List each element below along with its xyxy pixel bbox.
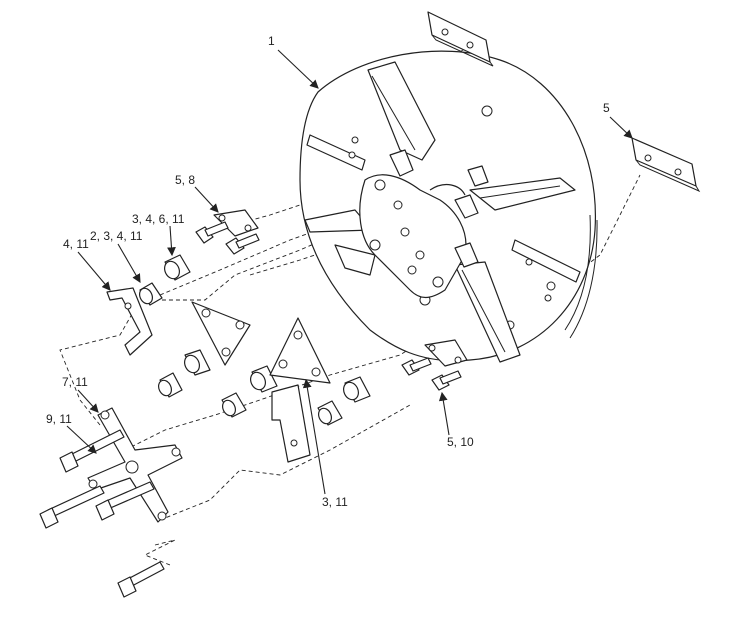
- triangle-plate-right: [269, 317, 331, 384]
- callout-5-10: 5, 10: [447, 435, 474, 449]
- callout-3-4-6-11: 3, 4, 6, 11: [132, 212, 185, 226]
- callout-4-11: 4, 11: [63, 237, 89, 251]
- bolt-set-5-8: [195, 209, 260, 255]
- bolt-set-5-10: [401, 339, 468, 391]
- callout-5-8: 5, 8: [175, 173, 195, 187]
- bracket-part-lower: [271, 384, 311, 463]
- rotor-disc-part: [299, 50, 598, 363]
- bushing-row-middle: [157, 349, 371, 426]
- callout-5-top: 5: [603, 101, 610, 115]
- knife-part-right: [631, 137, 701, 193]
- bushing-2-3-4-11: [138, 282, 163, 306]
- callout-2-3-4-11: 2, 3, 4, 11: [90, 229, 143, 243]
- callout-9-11: 9, 11: [46, 412, 72, 426]
- bracket-part-4-11: [106, 287, 153, 356]
- knife-part-top: [427, 11, 494, 67]
- callout-1: 1: [268, 34, 275, 48]
- callout-3-11: 3, 11: [322, 495, 348, 509]
- bolts-9-11: [39, 429, 165, 598]
- leader-lines: [66, 49, 633, 495]
- triangle-plate-left: [191, 301, 251, 366]
- bushing-3-4-6-11: [164, 254, 191, 281]
- callout-7-11: 7, 11: [62, 375, 88, 389]
